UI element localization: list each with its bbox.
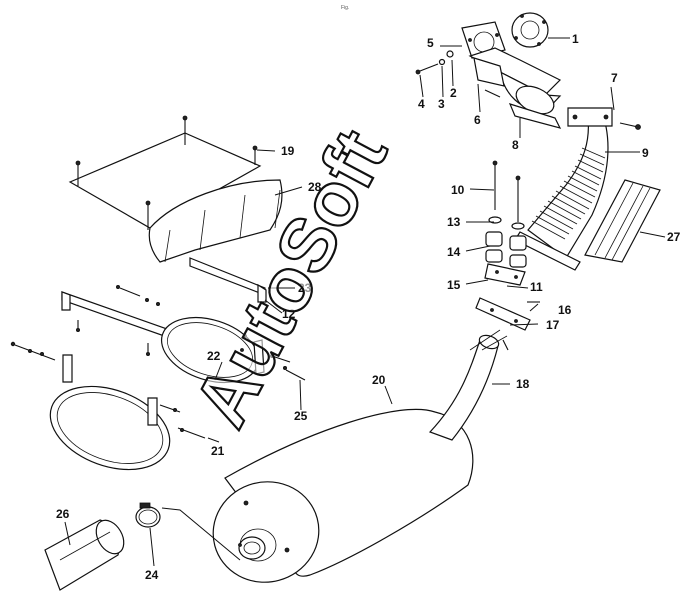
tail-pipe-26 <box>44 519 125 591</box>
label-22: 22 <box>207 349 221 363</box>
label-23: 23 <box>298 281 312 295</box>
label-5: 5 <box>427 36 434 50</box>
leader-lines <box>64 37 666 567</box>
label-11: 11 <box>530 280 543 294</box>
bracket-23 <box>61 257 267 356</box>
label-9: 9 <box>642 146 649 160</box>
label-2: 2 <box>450 86 457 100</box>
label-24: 24 <box>145 568 159 582</box>
heat-shield-27 <box>584 179 661 263</box>
label-28: 28 <box>308 180 322 194</box>
label-7: 7 <box>611 71 618 85</box>
label-8: 8 <box>512 138 519 152</box>
label-14: 14 <box>447 245 461 259</box>
label-12: 12 <box>282 307 296 321</box>
label-1: 1 <box>572 32 579 46</box>
label-19: 19 <box>281 144 295 158</box>
label-27: 27 <box>667 230 681 244</box>
label-20: 20 <box>372 373 386 387</box>
upper-heat-shield-28 <box>68 115 283 263</box>
header-mark: Fig. <box>341 5 349 11</box>
pipe-18 <box>428 329 508 441</box>
label-21: 21 <box>211 444 225 458</box>
label-3: 3 <box>438 97 445 111</box>
label-26: 26 <box>56 507 70 521</box>
clamp-24 <box>135 502 161 528</box>
label-13: 13 <box>447 215 461 229</box>
flange-bolts <box>415 50 641 130</box>
part-numbers: 1 2 3 4 5 6 7 8 9 10 11 12 13 14 15 16 1… <box>56 32 681 582</box>
clamp-ring-21 <box>10 341 206 471</box>
hanger-assembly <box>475 160 540 351</box>
outlet-leader <box>161 507 241 561</box>
gasket-1 <box>511 12 549 48</box>
label-17: 17 <box>546 318 560 332</box>
muffler <box>212 408 474 583</box>
label-16: 16 <box>558 303 572 317</box>
label-4: 4 <box>418 97 425 111</box>
clamp-ring-22 <box>160 316 306 384</box>
flex-bellows-9 <box>514 107 613 271</box>
label-25: 25 <box>294 409 308 423</box>
label-15: 15 <box>447 278 461 292</box>
label-6: 6 <box>474 113 481 127</box>
label-18: 18 <box>516 377 530 391</box>
label-10: 10 <box>451 183 465 197</box>
manifold-flange <box>461 21 562 129</box>
